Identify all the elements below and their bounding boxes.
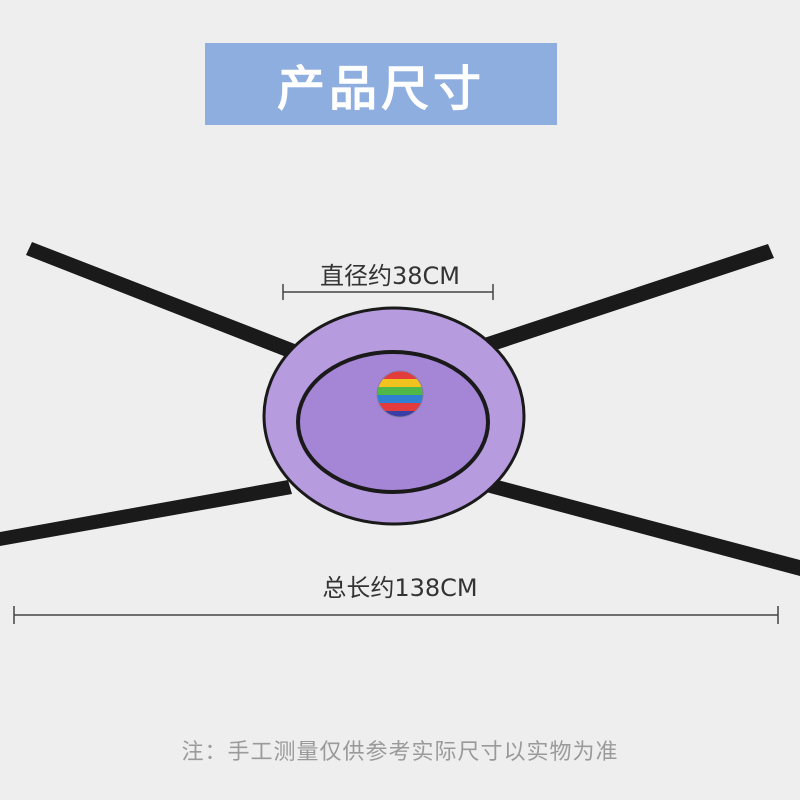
strap-group <box>0 242 800 576</box>
title-banner: 产品尺寸 <box>205 43 557 125</box>
diameter-label: 直径约38CM <box>319 262 460 290</box>
total-length-label: 总长约138CM <box>322 574 478 602</box>
inner-mesh <box>296 350 490 494</box>
measurement-note: 注：手工测量仅供参考实际尺寸以实物为准 <box>181 740 619 765</box>
strap-lower-left <box>0 480 292 546</box>
page-title: 产品尺寸 <box>276 61 485 117</box>
diameter-dimension-line <box>282 284 494 300</box>
strap-upper-left <box>26 242 300 360</box>
strap-upper-right <box>478 244 774 354</box>
total-length-dimension-line <box>13 606 779 624</box>
rainbow-ball-icon <box>377 371 423 417</box>
strap-lower-right <box>486 478 800 576</box>
